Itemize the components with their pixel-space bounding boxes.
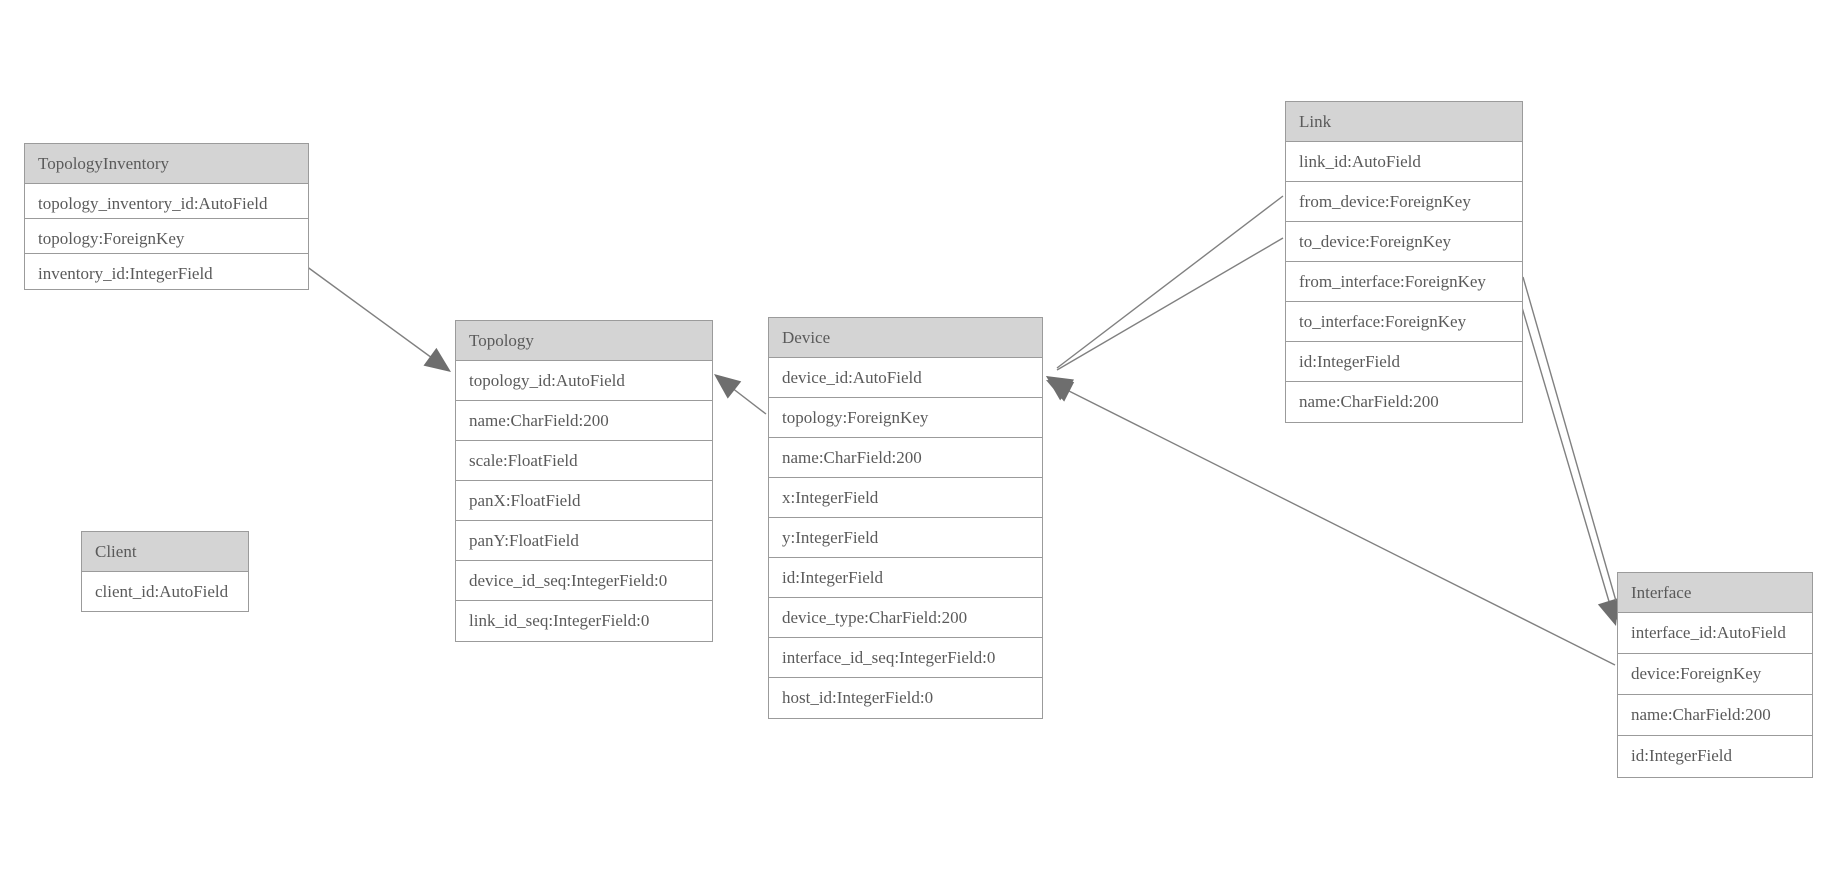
arrowhead-icon [1046, 376, 1075, 399]
entity-field: interface_id_seq:IntegerField:0 [769, 638, 1042, 678]
entity-field: scale:FloatField [456, 441, 712, 481]
entity-field: topology_id:AutoField [456, 361, 712, 401]
entity-field: device_id:AutoField [769, 358, 1042, 398]
entity-field: host_id:IntegerField:0 [769, 678, 1042, 718]
entity-field: x:IntegerField [769, 478, 1042, 518]
entity-field: link_id:AutoField [1286, 142, 1522, 182]
entity-field: from_interface:ForeignKey [1286, 262, 1522, 302]
entity-field: to_interface:ForeignKey [1286, 302, 1522, 342]
relation-topologyinventory-topology [305, 265, 451, 372]
relation-link-from-interface [1512, 276, 1619, 626]
entity-field: name:CharField:200 [456, 401, 712, 441]
entity-field: device_id_seq:IntegerField:0 [456, 561, 712, 601]
relation-link-from-device [1046, 195, 1284, 401]
entity-field: y:IntegerField [769, 518, 1042, 558]
entity-field: name:CharField:200 [1618, 695, 1812, 736]
entity-title-device: Device [769, 318, 1042, 358]
arrowhead-icon [1046, 376, 1074, 401]
relation-device-topology [714, 374, 767, 415]
entity-title-topology-inventory: TopologyInventory [25, 144, 308, 184]
relation-link-to-device [1046, 237, 1284, 399]
entity-field: id:IntegerField [1618, 736, 1812, 777]
entity-title-interface: Interface [1618, 573, 1812, 613]
entity-title-link: Link [1286, 102, 1522, 142]
entity-field: topology_inventory_id:AutoField [25, 184, 308, 219]
entity-field: device:ForeignKey [1618, 654, 1812, 695]
entity-field: topology:ForeignKey [25, 219, 308, 254]
arrowhead-icon [423, 347, 451, 372]
entity-field: name:CharField:200 [1286, 382, 1522, 422]
entity-field: inventory_id:IntegerField [25, 254, 308, 289]
entity-title-topology: Topology [456, 321, 712, 361]
entity-field: to_device:ForeignKey [1286, 222, 1522, 262]
entity-field: from_device:ForeignKey [1286, 182, 1522, 222]
entity-field: interface_id:AutoField [1618, 613, 1812, 654]
arrowhead-icon [1046, 380, 1075, 402]
entity-field: panX:FloatField [456, 481, 712, 521]
entity-field: link_id_seq:IntegerField:0 [456, 601, 712, 641]
entity-field: id:IntegerField [1286, 342, 1522, 382]
entity-field: id:IntegerField [769, 558, 1042, 598]
entity-field: name:CharField:200 [769, 438, 1042, 478]
entity-title-client: Client [82, 532, 248, 572]
entity-field: panY:FloatField [456, 521, 712, 561]
entity-field: client_id:AutoField [82, 572, 248, 611]
entity-field: device_type:CharField:200 [769, 598, 1042, 638]
entity-field: topology:ForeignKey [769, 398, 1042, 438]
